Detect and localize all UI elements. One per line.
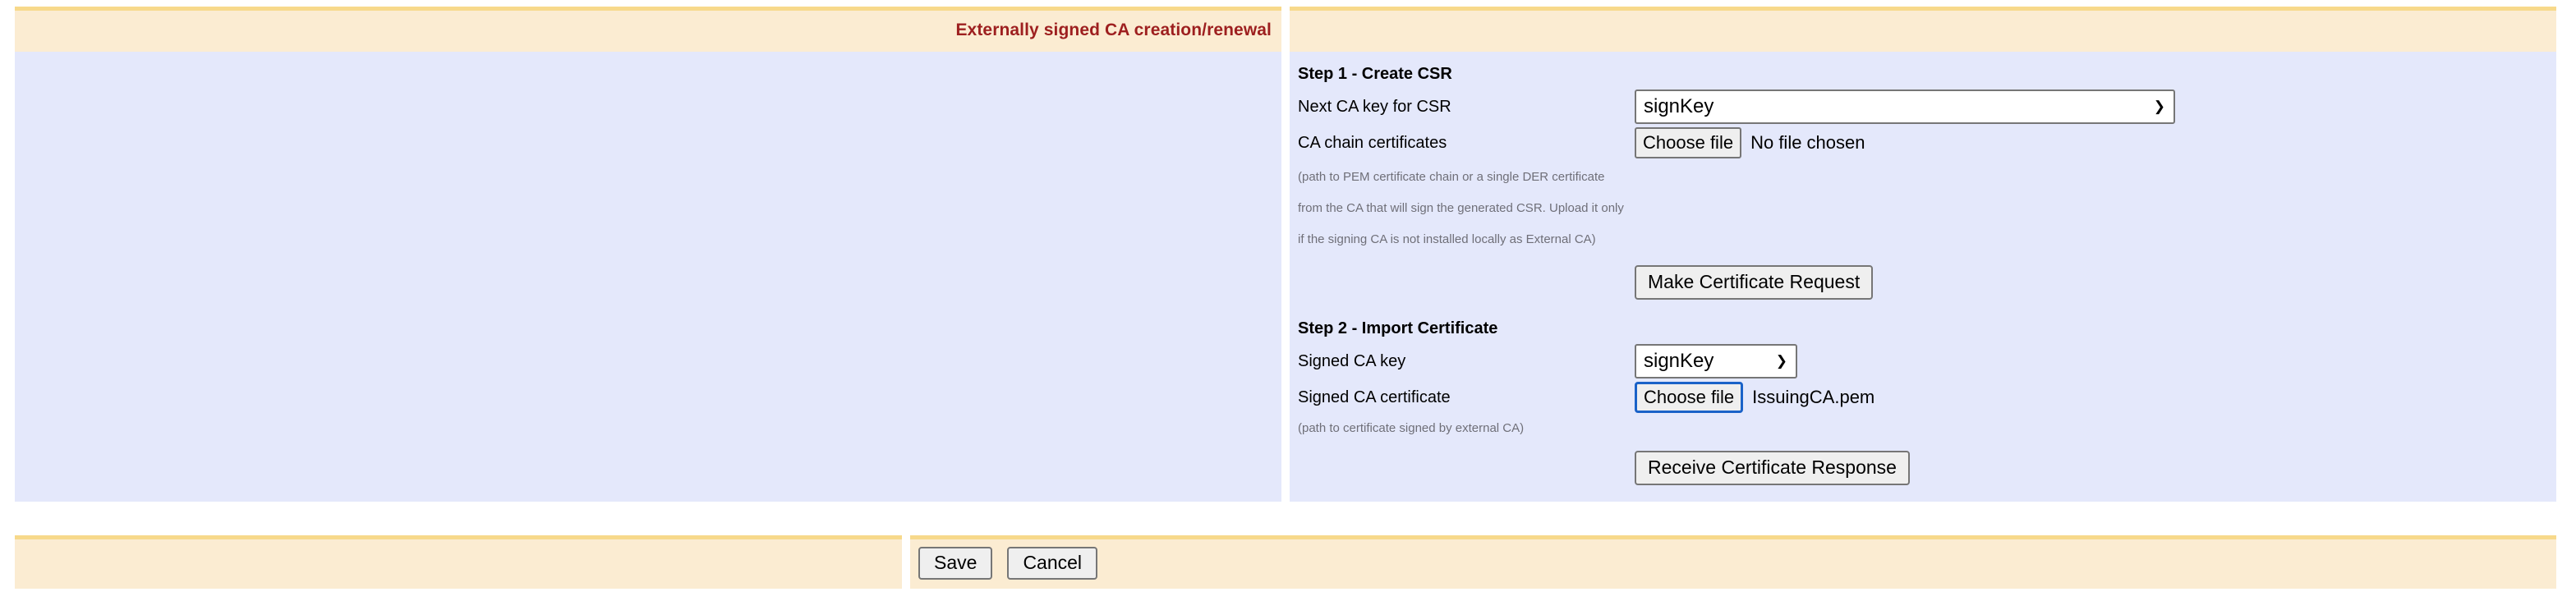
body-row: Step 1 - Create CSR Next CA key for CSR … [15,52,2556,502]
step2-cert-row: Signed CA certificate Choose file Issuin… [1298,382,2556,413]
chevron-down-icon: ❯ [1775,353,1787,369]
next-ca-key-value: signKey [1644,95,1714,117]
step1-key-control: signKey ❯ [1635,89,2556,124]
page-title: Externally signed CA creation/renewal [955,21,1272,39]
ca-form-table: Externally signed CA creation/renewal St… [7,7,2564,502]
step1-action-row: Make Certificate Request [1298,265,2556,300]
form-content: Step 1 - Create CSR Next CA key for CSR … [1290,52,2556,502]
step2-cert-label: Signed CA certificate [1298,388,1451,406]
footer-cell-right: Save Cancel [910,535,2556,589]
make-certificate-request-button[interactable]: Make Certificate Request [1635,265,1874,300]
ca-chain-file-input[interactable]: Choose file No file chosen [1635,127,1865,158]
signed-ca-cert-file-input[interactable]: Choose file IssuingCA.pem [1635,382,1874,413]
right-panel: Step 1 - Create CSR Next CA key for CSR … [1290,52,2556,502]
receive-certificate-response-button[interactable]: Receive Certificate Response [1635,451,1910,485]
footer-buttons: Save Cancel [910,547,2556,580]
ca-chain-choose-file-button[interactable]: Choose file [1635,127,1742,158]
step2-action-spacer [1298,451,1635,485]
left-panel [15,52,1281,502]
step1-action-spacer [1298,265,1635,300]
step1-key-row: Next CA key for CSR signKey ❯ [1298,89,2556,124]
ca-chain-file-name: No file chosen [1750,132,1865,153]
signed-ca-key-value: signKey [1644,350,1714,372]
header-row: Externally signed CA creation/renewal [15,7,2556,52]
step2-key-label: Signed CA key [1298,352,1406,370]
step2-cert-hint: (path to certificate signed by external … [1298,421,1525,435]
step2-key-row: Signed CA key signKey ❯ [1298,344,2556,378]
step2-key-control: signKey ❯ [1635,344,2556,378]
footer-row: Save Cancel [15,535,2556,589]
cancel-button[interactable]: Cancel [1007,547,1098,580]
step1-heading: Step 1 - Create CSR [1298,65,1452,83]
signed-ca-cert-file-name: IssuingCA.pem [1752,387,1875,407]
chevron-down-icon: ❯ [2153,99,2165,114]
header-cell-left: Externally signed CA creation/renewal [15,7,1281,52]
next-ca-key-select[interactable]: signKey ❯ [1635,89,2175,124]
signed-ca-key-select[interactable]: signKey ❯ [1635,344,1797,378]
step2-heading: Step 2 - Import Certificate [1298,319,1498,337]
step1-chain-label: CA chain certificates [1298,134,1447,152]
signed-ca-cert-choose-file-button[interactable]: Choose file [1635,382,1744,413]
step1-key-label: Next CA key for CSR [1298,98,1451,116]
step2-cert-control: Choose file IssuingCA.pem [1635,382,2556,413]
header-cell-right [1290,7,2556,52]
save-button[interactable]: Save [918,547,993,580]
step1-chain-row: CA chain certificates Choose file No fil… [1298,127,2556,158]
step1-chain-hint: (path to PEM certificate chain or a sing… [1298,170,1624,246]
footer-table: Save Cancel [7,535,2564,589]
footer-cell-left [15,535,902,589]
step1-chain-control: Choose file No file chosen [1635,127,2556,158]
step2-action-row: Receive Certificate Response [1298,451,2556,485]
